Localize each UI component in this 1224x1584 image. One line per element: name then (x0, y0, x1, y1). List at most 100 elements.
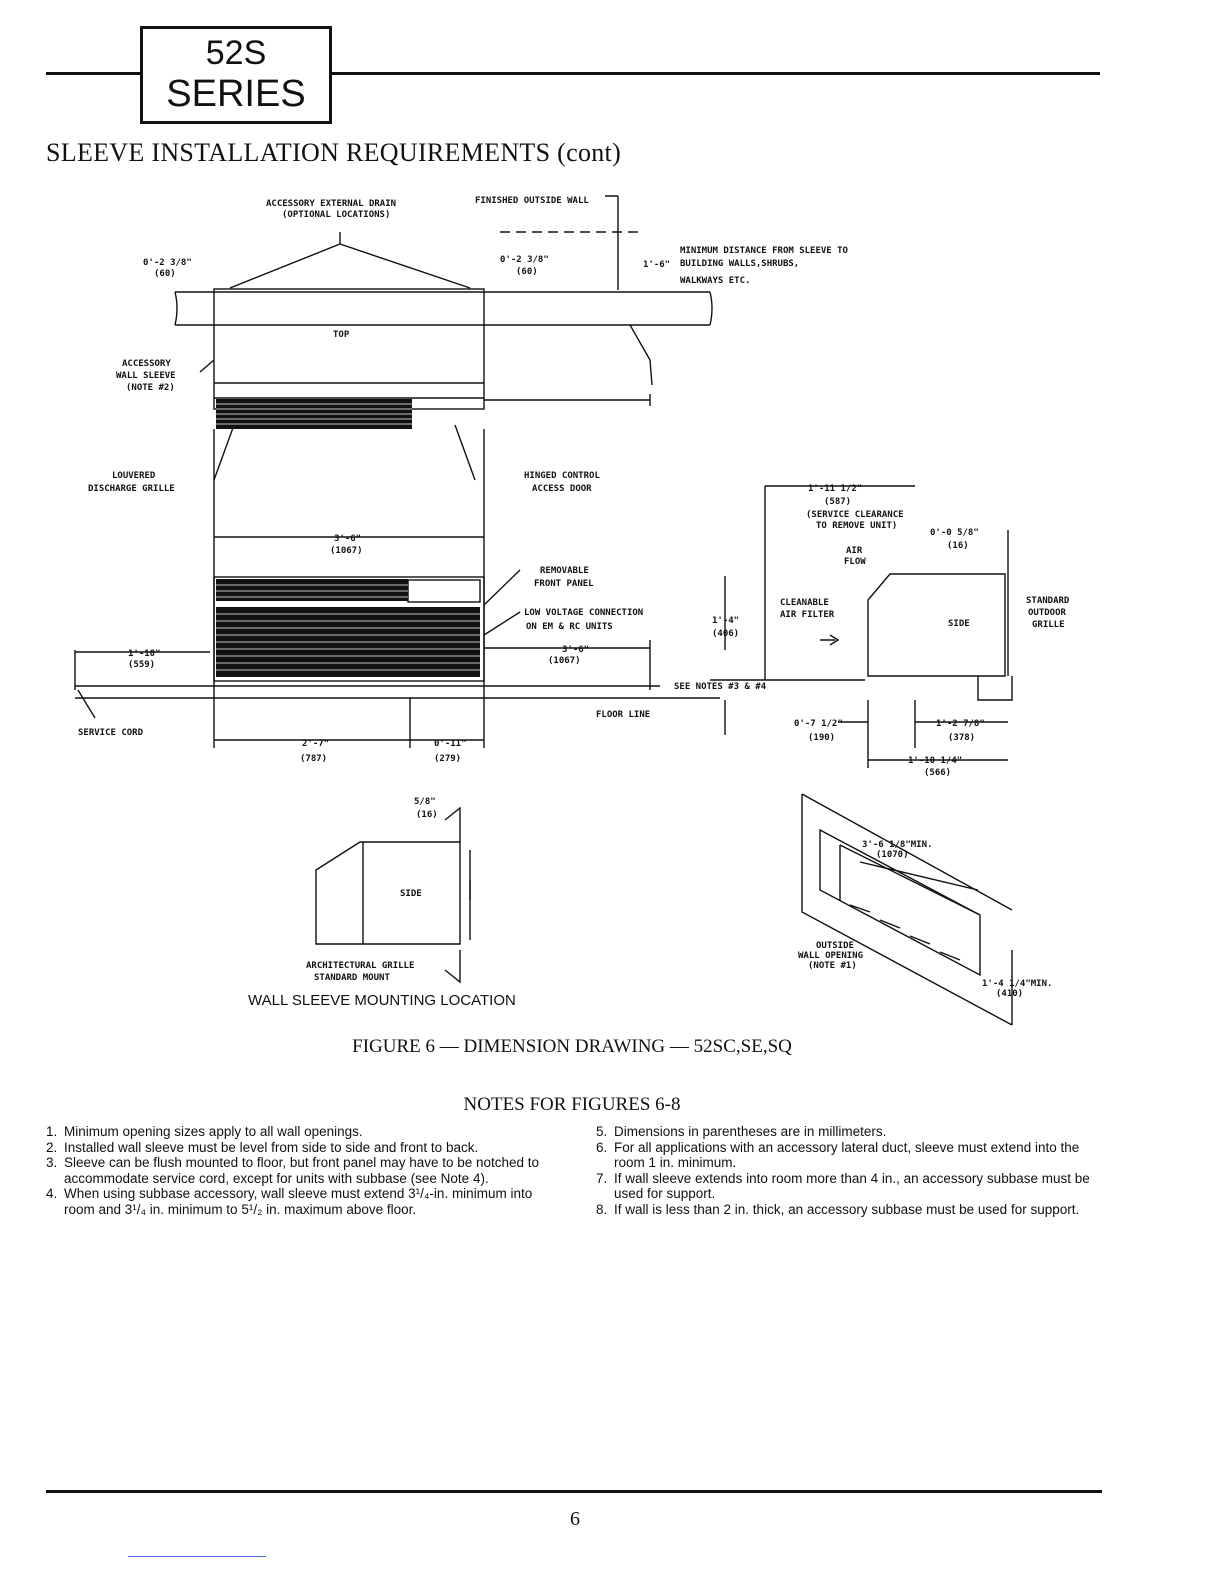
label-acc-sleeve-1: ACCESSORY (122, 359, 171, 369)
label-dim-0-7: 0'-7 1/2" (794, 719, 843, 729)
label-see-notes: SEE NOTES #3 & #4 (674, 682, 767, 692)
note-item: 2.Installed wall sleeve must be level fr… (46, 1139, 479, 1155)
label-dim-0-11-mm: (279) (434, 754, 461, 764)
note-item: 5.Dimensions in parentheses are in milli… (596, 1124, 887, 1139)
note-item: 3.Sleeve can be flush mounted to floor, … (46, 1155, 540, 1186)
note-item: 4.When using subbase accessory, wall sle… (46, 1186, 533, 1217)
label-svc-clear-1: (SERVICE CLEARANCE (806, 510, 904, 520)
label-dim-left-top: 0'-2 3/8" (143, 258, 192, 268)
label-svc-clear-2: TO REMOVE UNIT) (816, 521, 897, 531)
front-view (74, 429, 720, 748)
dimension-drawing: ACCESSORY EXTERNAL DRAIN (OPTIONAL LOCAT… (74, 195, 1070, 1026)
footer-rule (46, 1490, 1102, 1493)
notes-right-column: 5.Dimensions in parentheses are in milli… (596, 1124, 1101, 1218)
label-dim-5-8: 5/8" (414, 797, 436, 807)
header-rule (46, 72, 1100, 75)
label-dim-1-11-mm: (587) (824, 497, 851, 507)
label-min-dist-3: WALKWAYS ETC. (680, 276, 750, 286)
label-dim-1-2-mm: (378) (948, 733, 975, 743)
louvered-grille-top (216, 399, 412, 429)
label-side2: SIDE (400, 889, 422, 899)
label-dim-1-4: 1'-4" (712, 616, 739, 626)
label-dim-3-6-min-mm: (1070) (876, 850, 909, 860)
label-dim-3-6-min: 3'-6 1/8"MIN. (862, 840, 932, 850)
label-dim-3-6b: 3'-6" (562, 645, 589, 655)
label-dim-1-4-mm: (406) (712, 629, 739, 639)
label-lowvolt-2: ON EM & RC UNITS (526, 622, 613, 632)
wall-sleeve-caption: WALL SLEEVE MOUNTING LOCATION (248, 992, 516, 1009)
label-dim-1-10-mm: (559) (128, 660, 155, 670)
label-removable-1: REMOVABLE (540, 566, 589, 576)
label-std-grille-1: STANDARD (1026, 596, 1070, 606)
label-dim-1-4-min-mm: (410) (996, 989, 1023, 999)
label-lowvolt-1: LOW VOLTAGE CONNECTION (524, 608, 643, 618)
label-top: TOP (333, 330, 350, 340)
label-louvered-1: LOUVERED (112, 471, 156, 481)
label-side: SIDE (948, 619, 970, 629)
label-drain-2: (OPTIONAL LOCATIONS) (282, 210, 390, 220)
note-item: 1.Minimum opening sizes apply to all wal… (46, 1124, 363, 1139)
label-arch-2: STANDARD MOUNT (314, 973, 390, 983)
label-dim-1-6: 1'-6" (643, 260, 670, 270)
series-word: SERIES (166, 73, 306, 115)
label-acc-sleeve-3: (NOTE #2) (126, 383, 175, 393)
series-badge: 52S SERIES (140, 26, 332, 124)
label-dim-3-6b-mm: (1067) (548, 656, 581, 666)
label-dim-0-0-5-8-mm: (16) (947, 541, 969, 551)
wall-sleeve-mounting-view (315, 806, 471, 984)
label-outside-1: OUTSIDE (816, 941, 854, 951)
label-floor-line: FLOOR LINE (596, 710, 650, 720)
label-dim-0-11: 0'-11" (434, 739, 467, 749)
label-air-2: FLOW (844, 557, 866, 567)
label-dim-1-11: 1'-11 1/2" (808, 484, 862, 494)
label-finished-wall: FINISHED OUTSIDE WALL (475, 196, 589, 206)
section-title: SLEEVE INSTALLATION REQUIREMENTS (cont) (46, 138, 622, 167)
drawing-labels: ACCESSORY EXTERNAL DRAIN (OPTIONAL LOCAT… (78, 196, 1070, 999)
label-cleanable-1: CLEANABLE (780, 598, 829, 608)
label-drain-1: ACCESSORY EXTERNAL DRAIN (266, 199, 396, 209)
wall-opening-view (801, 793, 1013, 1026)
front-grille (216, 579, 480, 677)
label-acc-sleeve-2: WALL SLEEVE (116, 371, 176, 381)
label-dim-0-7-mm: (190) (808, 733, 835, 743)
label-min-dist-1: MINIMUM DISTANCE FROM SLEEVE TO (680, 246, 849, 256)
label-hinged-2: ACCESS DOOR (532, 484, 592, 494)
label-std-grille-2: OUTDOOR (1028, 608, 1067, 618)
label-dim-2-7-mm: (787) (300, 754, 327, 764)
label-dim-3-6-mm: (1067) (330, 546, 363, 556)
label-air-1: AIR (846, 546, 863, 556)
notes-left-column: 1.Minimum opening sizes apply to all wal… (46, 1124, 551, 1218)
page-number: 6 (570, 1508, 580, 1530)
label-arch-1: ARCHITECTURAL GRILLE (306, 961, 414, 971)
label-dim-1-10q: 1'-10 1/4" (908, 756, 962, 766)
label-dim-1-4-min: 1'-4 1/4"MIN. (982, 979, 1052, 989)
top-view (174, 195, 713, 481)
label-dim-1-10q-mm: (566) (924, 768, 951, 778)
label-louvered-2: DISCHARGE GRILLE (88, 484, 175, 494)
label-hinged-1: HINGED CONTROL (524, 471, 600, 481)
label-cleanable-2: AIR FILTER (780, 610, 835, 620)
label-std-grille-3: GRILLE (1032, 620, 1065, 630)
label-dim-5-8-mm: (16) (416, 810, 438, 820)
side-view (710, 485, 1013, 768)
figure-caption: FIGURE 6 — DIMENSION DRAWING — 52SC,SE,S… (352, 1036, 792, 1057)
label-removable-2: FRONT PANEL (534, 579, 594, 589)
note-item: 7.If wall sleeve extends into room more … (596, 1170, 1090, 1202)
label-dim-3-6: 3'-6" (334, 534, 361, 544)
label-dim-0-0-5-8: 0'-0 5/8" (930, 528, 979, 538)
label-dim-1-2: 1'-2 7/8" (936, 719, 985, 729)
label-outside-2: WALL OPENING (798, 951, 863, 961)
label-outside-3: (NOTE #1) (808, 961, 857, 971)
note-item: 6.For all applications with an accessory… (596, 1139, 1080, 1171)
label-dim-left-top-mm: (60) (154, 269, 176, 279)
label-dim-right-top: 0'-2 3/8" (500, 255, 549, 265)
label-dim-1-10: 1'-10" (128, 649, 161, 659)
note-item: 8.If wall is less than 2 in. thick, an a… (596, 1201, 1080, 1217)
label-dim-right-top-mm: (60) (516, 267, 538, 277)
label-dim-2-7: 2'-7" (302, 739, 329, 749)
label-service-cord: SERVICE CORD (78, 728, 144, 738)
label-min-dist-2: BUILDING WALLS,SHRUBS, (680, 259, 799, 269)
notes-title: NOTES FOR FIGURES 6-8 (463, 1094, 681, 1115)
series-number: 52S (205, 34, 267, 72)
link-underline (128, 1556, 266, 1557)
